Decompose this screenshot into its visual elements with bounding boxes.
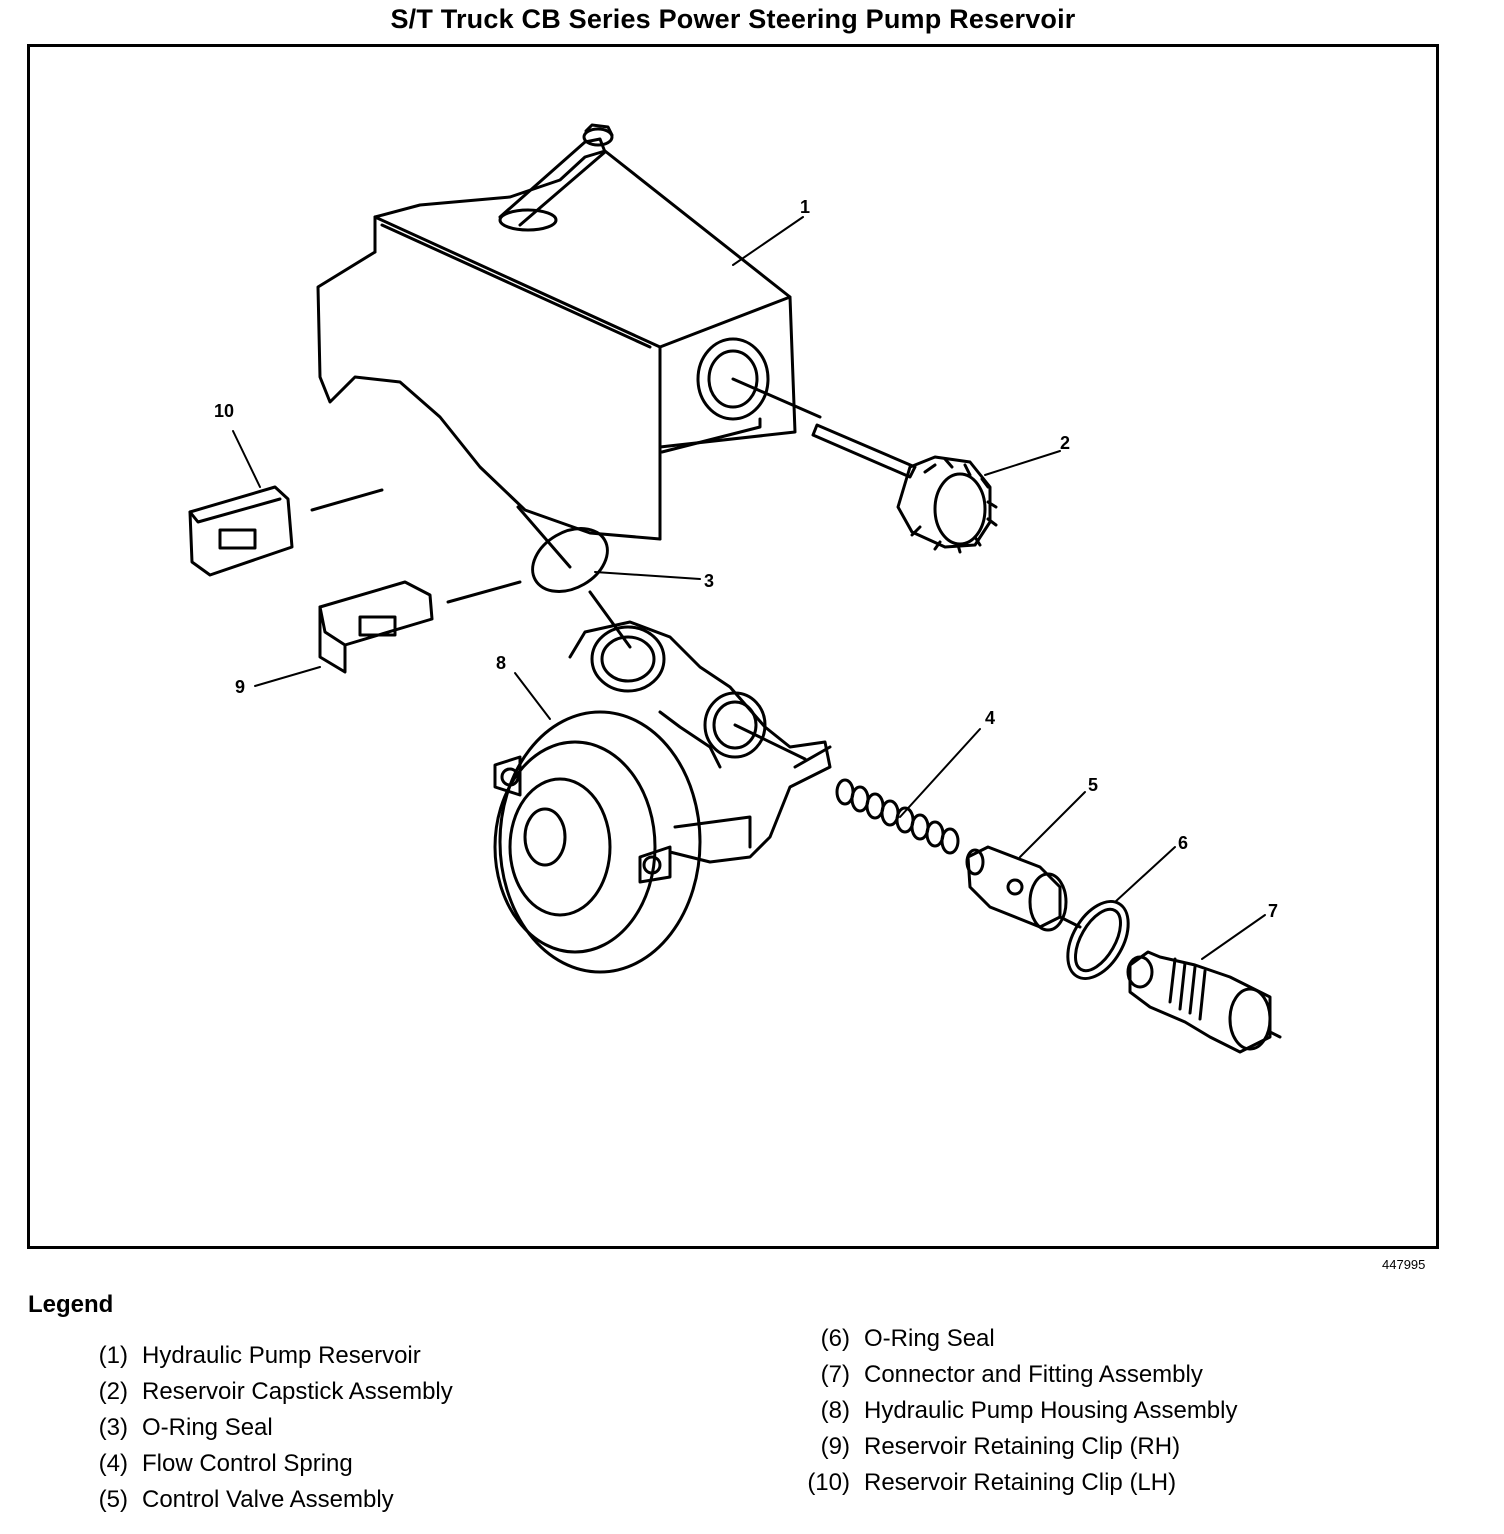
callout-6: 6 — [1178, 833, 1188, 853]
legend-item: (8) Hydraulic Pump Housing Assembly — [794, 1393, 1238, 1429]
diagram-frame: 1 2 3 4 5 6 7 8 9 10 — [27, 44, 1439, 1249]
reservoir-part — [316, 123, 797, 541]
callout-2: 2 — [1060, 433, 1070, 453]
connector-fitting-part — [1126, 950, 1282, 1054]
figure-id: 447995 — [1382, 1257, 1426, 1272]
control-valve-part — [965, 845, 1068, 932]
legend-item: (7) Connector and Fitting Assembly — [794, 1357, 1238, 1393]
legend-number: (1) — [98, 1342, 128, 1369]
legend-column-left: (1) Hydraulic Pump Reservoir (2) Reservoir… — [72, 1338, 453, 1518]
callout-8: 8 — [496, 653, 506, 673]
legend-label: Hydraulic Pump Housing Assembly — [864, 1397, 1238, 1424]
legend-label: Connector and Fitting Assembly — [864, 1361, 1203, 1388]
legend-heading: Legend — [28, 1291, 114, 1318]
legend-label: Hydraulic Pump Reservoir — [142, 1342, 421, 1369]
legend-number: (3) — [98, 1414, 128, 1441]
callout-9: 9 — [235, 677, 245, 697]
callout-7: 7 — [1268, 901, 1278, 921]
retaining-clip-rh-part — [318, 580, 522, 674]
o-ring-lower-part — [1058, 900, 1130, 980]
capstick-part — [731, 377, 998, 554]
legend-label: Reservoir Retaining Clip (RH) — [864, 1433, 1181, 1460]
legend-number: (10) — [807, 1469, 850, 1496]
callout-4: 4 — [985, 708, 995, 728]
o-ring-upper-part — [516, 505, 632, 649]
legend-column-right: (6) O-Ring Seal (7) Connector and Fitting … — [794, 1321, 1238, 1501]
flow-control-spring-part — [835, 778, 960, 855]
legend-label: Flow Control Spring — [142, 1450, 353, 1477]
leader-lines — [232, 216, 1266, 960]
pump-housing-part — [493, 620, 832, 974]
legend-item: (1) Hydraulic Pump Reservoir — [72, 1338, 453, 1374]
legend-item: (2) Reservoir Capstick Assembly — [72, 1374, 453, 1410]
legend-number: (2) — [98, 1378, 128, 1405]
legend-number: (6) — [820, 1325, 850, 1352]
legend-label: Control Valve Assembly — [142, 1486, 394, 1513]
legend-number: (5) — [98, 1486, 128, 1513]
callout-10: 10 — [214, 401, 234, 421]
legend-item: (5) Control Valve Assembly — [72, 1482, 453, 1518]
legend-label: Reservoir Retaining Clip (LH) — [864, 1469, 1177, 1496]
legend-item: (10) Reservoir Retaining Clip (LH) — [794, 1465, 1238, 1501]
callout-5: 5 — [1088, 775, 1098, 795]
callout-3: 3 — [704, 571, 714, 591]
retaining-clip-lh-part — [188, 485, 384, 577]
legend-number: (9) — [820, 1433, 850, 1460]
legend-item: (9) Reservoir Retaining Clip (RH) — [794, 1429, 1238, 1465]
legend-label: O-Ring Seal — [864, 1325, 995, 1352]
legend-item: (6) O-Ring Seal — [794, 1321, 1238, 1357]
legend-label: O-Ring Seal — [142, 1414, 273, 1441]
diagram-title: S/T Truck CB Series Power Steering Pump … — [390, 4, 1076, 34]
legend-number: (7) — [820, 1361, 850, 1388]
legend-item: (3) O-Ring Seal — [72, 1410, 453, 1446]
legend-item: (4) Flow Control Spring — [72, 1446, 453, 1482]
legend-number: (8) — [820, 1397, 850, 1424]
callout-1: 1 — [800, 197, 810, 217]
legend-label: Reservoir Capstick Assembly — [142, 1378, 453, 1405]
legend-number: (4) — [98, 1450, 128, 1477]
